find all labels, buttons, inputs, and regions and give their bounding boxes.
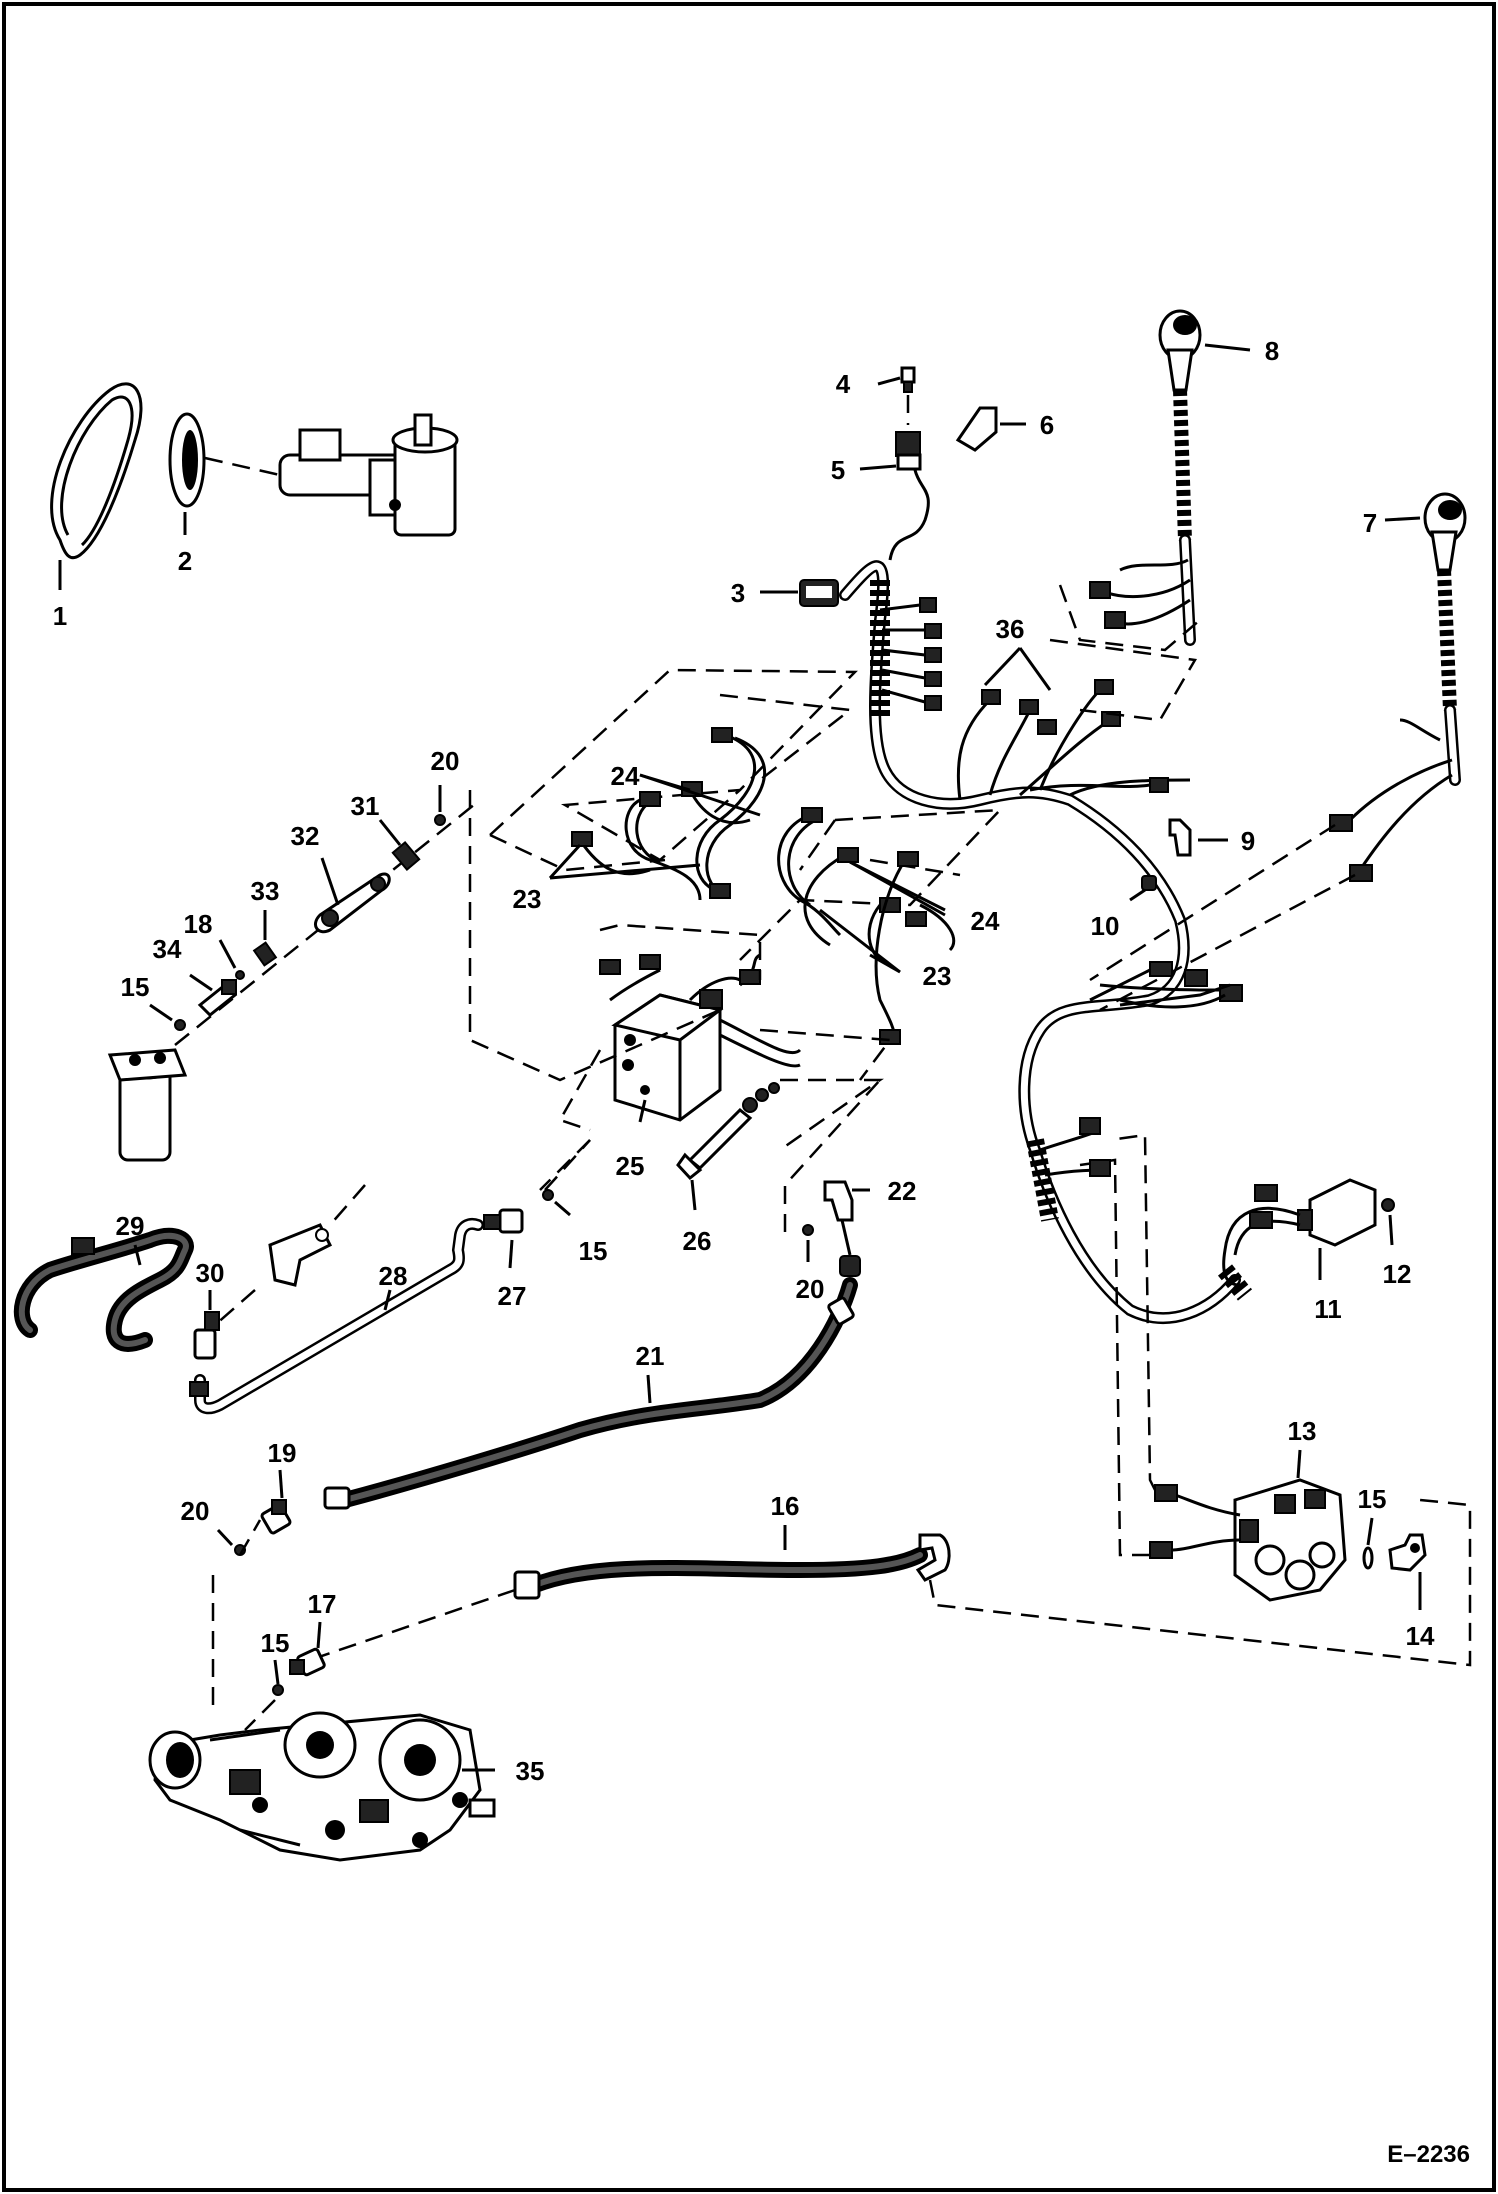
valve-stem-26 bbox=[676, 1082, 780, 1181]
hose-29 bbox=[13, 1227, 194, 1352]
callout-31: 31 bbox=[351, 791, 380, 821]
switch-11 bbox=[1222, 1178, 1377, 1287]
fitting-31 bbox=[391, 841, 421, 871]
callout-20b: 20 bbox=[796, 1274, 825, 1304]
nut-12 bbox=[1381, 1198, 1395, 1212]
callout-36: 36 bbox=[996, 614, 1025, 644]
callout-25: 25 bbox=[616, 1151, 645, 1181]
decal-6 bbox=[955, 406, 998, 452]
callout-29: 29 bbox=[116, 1211, 145, 1241]
callout-20a: 20 bbox=[431, 746, 460, 776]
callout-24b: 24 bbox=[971, 906, 1000, 936]
bracket-32 bbox=[314, 872, 391, 934]
callout-16: 16 bbox=[771, 1491, 800, 1521]
callout-33: 33 bbox=[251, 876, 280, 906]
switch-7 bbox=[1329, 492, 1467, 882]
callout-15d: 15 bbox=[261, 1628, 290, 1658]
hydrostatic-pump-35 bbox=[148, 1711, 496, 1862]
callout-19: 19 bbox=[268, 1438, 297, 1468]
callout-28: 28 bbox=[379, 1261, 408, 1291]
fitting-30 bbox=[193, 1311, 220, 1360]
callout-32: 32 bbox=[291, 821, 320, 851]
callout-14: 14 bbox=[1406, 1621, 1435, 1651]
callout-3: 3 bbox=[731, 578, 745, 608]
fitting-34 bbox=[197, 979, 238, 1018]
callout-17: 17 bbox=[308, 1589, 337, 1619]
callout-5: 5 bbox=[831, 455, 845, 485]
callout-13: 13 bbox=[1288, 1416, 1317, 1446]
o-ring-20b bbox=[802, 1224, 814, 1236]
callout-23b: 23 bbox=[923, 961, 952, 991]
callout-15a: 15 bbox=[121, 972, 150, 1002]
callout-23a: 23 bbox=[513, 884, 542, 914]
fitting-27 bbox=[483, 1208, 524, 1234]
bracket-plate bbox=[268, 1223, 333, 1287]
tube-28 bbox=[189, 1217, 484, 1415]
callout-34: 34 bbox=[153, 934, 182, 964]
callout-10: 10 bbox=[1091, 911, 1120, 941]
fuse-connector bbox=[799, 579, 839, 607]
control-valve-13 bbox=[1149, 1478, 1347, 1602]
callout-27: 27 bbox=[498, 1281, 527, 1311]
filter-assembly bbox=[107, 1048, 188, 1162]
callout-24a: 24 bbox=[611, 761, 640, 791]
o-ring-15a bbox=[174, 1019, 186, 1031]
o-ring-15b bbox=[542, 1189, 554, 1201]
o-ring-15c bbox=[272, 1684, 284, 1696]
fitting-10 bbox=[1141, 875, 1157, 891]
callout-7: 7 bbox=[1363, 508, 1377, 538]
elbow-9 bbox=[1168, 818, 1192, 857]
pulley bbox=[168, 412, 206, 508]
main-harness bbox=[839, 560, 1253, 1324]
figure-reference: E–2236 bbox=[1387, 2141, 1470, 2168]
callout-20c: 20 bbox=[181, 1496, 210, 1526]
callout-15c: 15 bbox=[1358, 1484, 1387, 1514]
relay-5 bbox=[895, 431, 922, 471]
hose-16 bbox=[513, 1533, 951, 1600]
callout-35: 35 bbox=[516, 1756, 545, 1786]
harness-pairs bbox=[489, 668, 1004, 1045]
callout-2: 2 bbox=[178, 546, 192, 576]
drive-belt bbox=[50, 382, 143, 560]
callout-4: 4 bbox=[836, 369, 851, 399]
elbow-14 bbox=[1388, 1533, 1427, 1572]
pump-assembly bbox=[278, 413, 459, 537]
switch-8 bbox=[1089, 309, 1202, 646]
fitting-17 bbox=[289, 1647, 326, 1677]
callout-15b: 15 bbox=[579, 1236, 608, 1266]
fitting-19 bbox=[260, 1499, 292, 1535]
callout-9: 9 bbox=[1241, 826, 1255, 856]
callout-11: 11 bbox=[1314, 1294, 1342, 1324]
o-ring-15d bbox=[1362, 1546, 1374, 1570]
callout-30: 30 bbox=[196, 1258, 225, 1288]
callout-6: 6 bbox=[1040, 410, 1054, 440]
hose-21 bbox=[323, 1255, 861, 1510]
o-ring-18 bbox=[235, 970, 245, 980]
callout-12: 12 bbox=[1383, 1259, 1412, 1289]
fitting-33 bbox=[252, 941, 278, 967]
callout-22: 22 bbox=[888, 1176, 917, 1206]
callout-26: 26 bbox=[683, 1226, 712, 1256]
callout-18: 18 bbox=[184, 909, 213, 939]
callout-21: 21 bbox=[636, 1341, 665, 1371]
screw-4 bbox=[900, 366, 916, 393]
o-ring-20a bbox=[434, 814, 446, 826]
callout-1: 1 bbox=[53, 601, 67, 631]
callout-8: 8 bbox=[1265, 336, 1279, 366]
elbow-22 bbox=[823, 1180, 854, 1222]
valve-block-25 bbox=[599, 953, 802, 1122]
dash-36a bbox=[1058, 584, 1201, 652]
